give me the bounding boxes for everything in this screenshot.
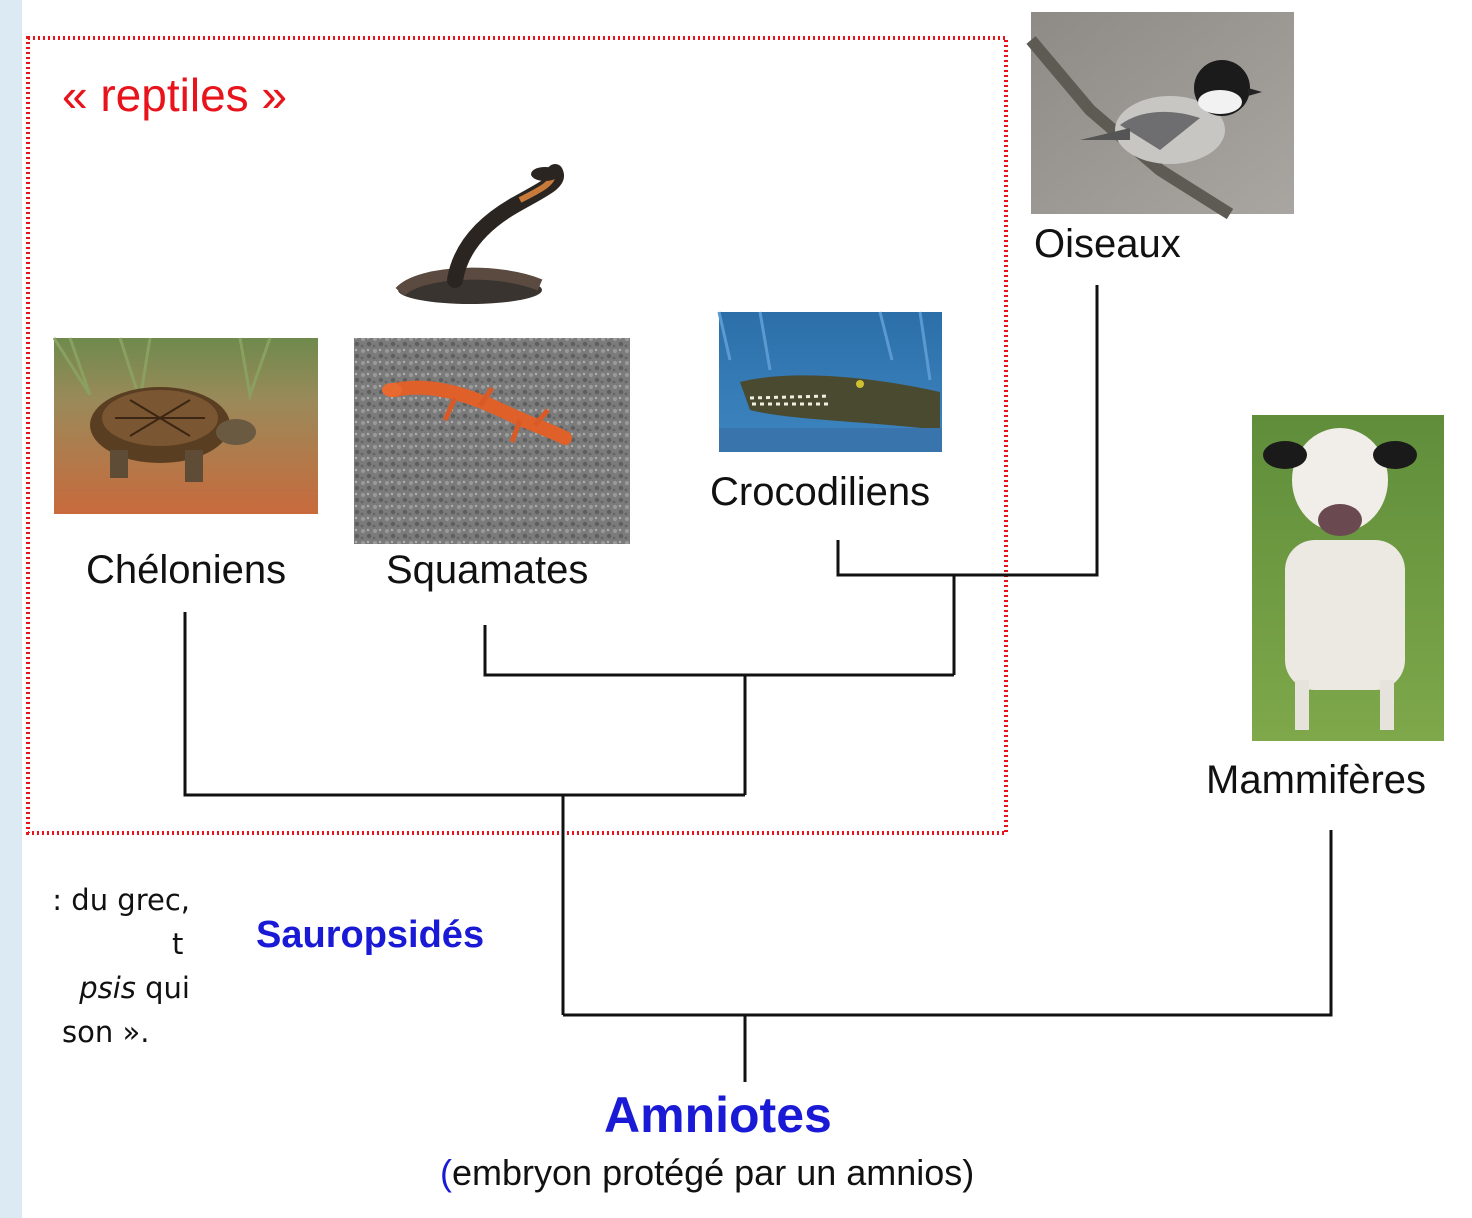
chickadee-image <box>1031 12 1294 214</box>
side-text-line-1: : du grec, <box>0 878 190 922</box>
amniotes-paren-open: ( <box>440 1152 452 1193</box>
clade-label-sauropsides: Sauropsidés <box>256 914 484 957</box>
taxon-label-cheloniens: Chéloniens <box>86 548 286 593</box>
side-text-line-2: t <box>0 922 190 966</box>
cobra-image <box>398 167 559 304</box>
reptiles-group-label: « reptiles » <box>62 68 287 122</box>
taxon-label-mammiferes: Mammifères <box>1206 758 1426 803</box>
branch-squamates-archosaurs <box>485 625 954 675</box>
amniotes-note: embryon protégé par un amnios) <box>452 1152 974 1193</box>
cow-image <box>1252 415 1444 741</box>
branch-mammiferes <box>563 830 1331 1015</box>
newt-image <box>354 338 630 544</box>
side-text-line-3-italic: psis <box>79 971 136 1005</box>
taxon-label-oiseaux: Oiseaux <box>1034 222 1181 267</box>
amniotes-definition: (embryon protégé par un amnios) <box>440 1152 974 1194</box>
tortoise-image <box>54 338 318 514</box>
side-text-line-3: psis qui <box>0 966 190 1010</box>
side-text-line-3-rest: qui <box>136 971 190 1005</box>
branch-cheloniens <box>185 612 745 795</box>
taxon-label-crocodiliens: Crocodiliens <box>710 470 930 515</box>
crocodile-image <box>719 312 942 452</box>
clade-label-amniotes: Amniotes <box>604 1086 832 1144</box>
side-text-clipped: : du grec, t psis qui son ». <box>0 878 190 1108</box>
taxon-label-squamates: Squamates <box>386 548 588 593</box>
side-text-line-4: son ». <box>0 1010 190 1054</box>
